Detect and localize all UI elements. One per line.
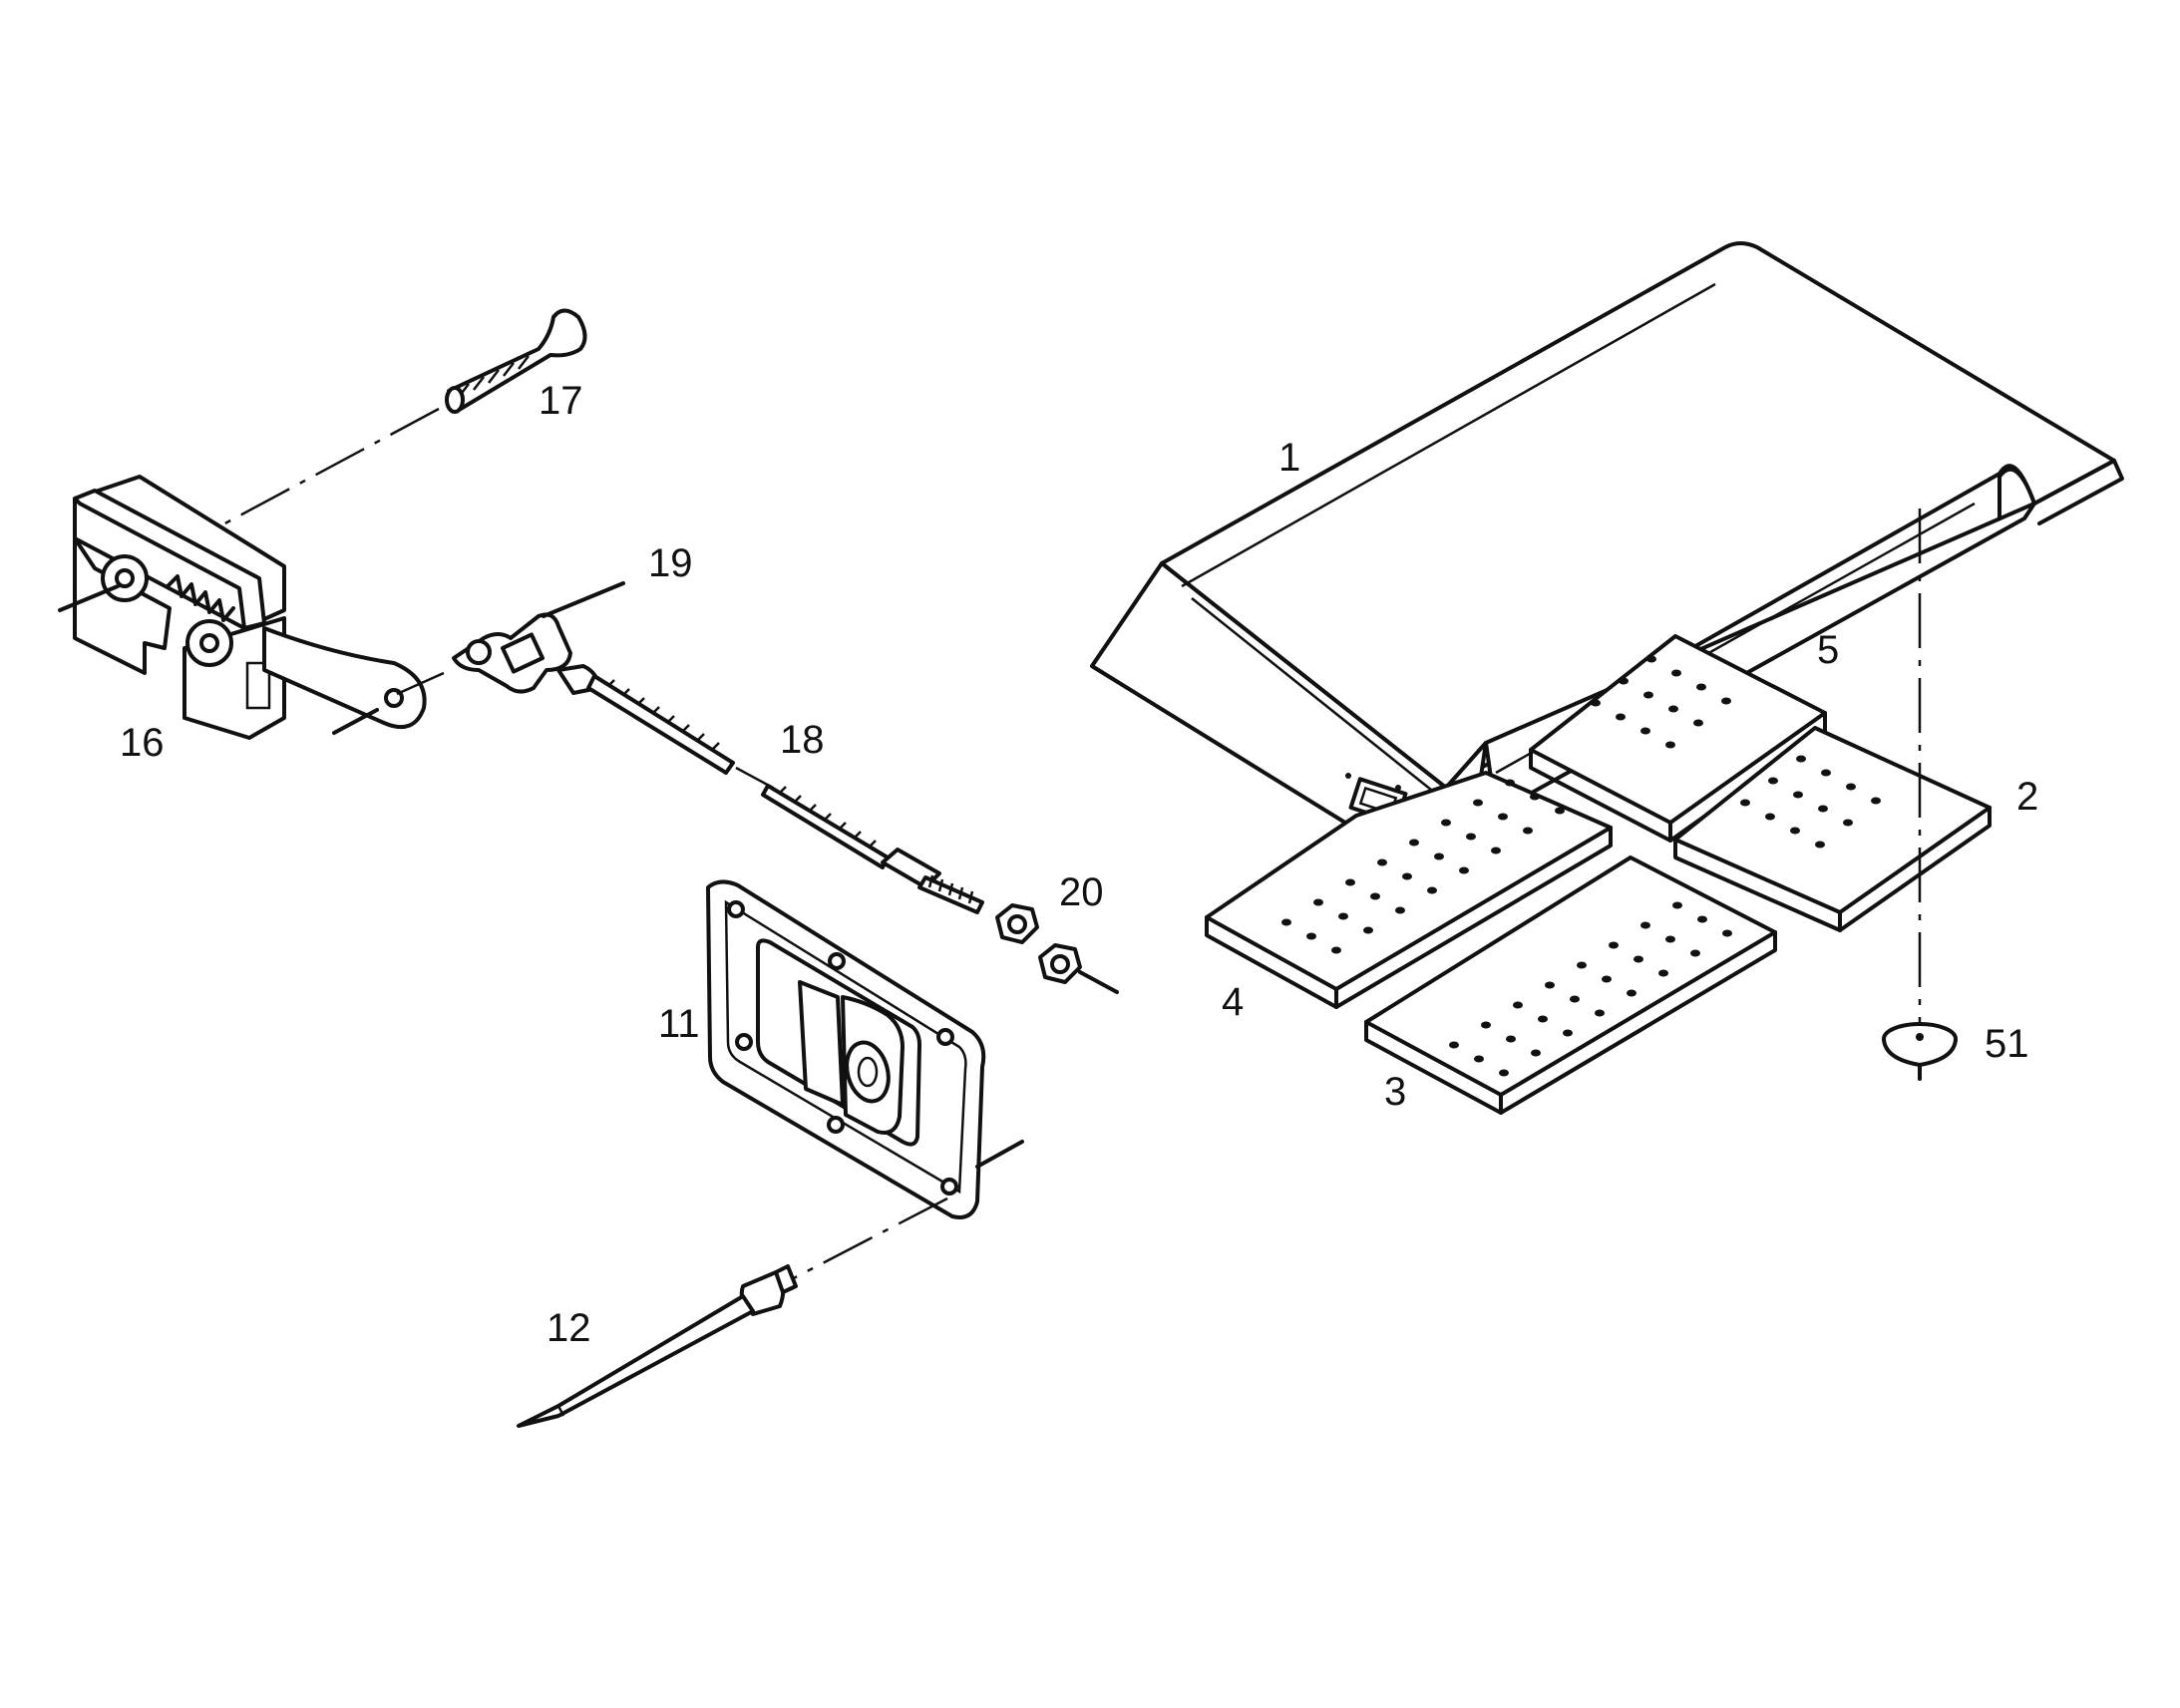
pad-hole: [1871, 797, 1881, 805]
callout-foot: 51: [1985, 1022, 2029, 1066]
pad-hole: [1790, 827, 1800, 835]
callout-cover: 1: [1278, 436, 1300, 480]
pad-hole: [1602, 975, 1612, 983]
callout-pad-front: 3: [1384, 1070, 1406, 1114]
pad-hole: [1555, 807, 1565, 815]
pad-hole: [1821, 769, 1831, 777]
pad-hole: [1591, 699, 1601, 707]
cable-part: [586, 674, 984, 914]
pad-hole: [1627, 989, 1636, 997]
pad-hole: [1459, 866, 1469, 874]
pad-hole: [1434, 853, 1444, 860]
rivet-part: [517, 1196, 948, 1428]
callout-pad-back: 5: [1817, 628, 1839, 672]
pad-hole: [1646, 655, 1656, 663]
pad-hole: [1449, 1041, 1459, 1049]
cable-end-part: [452, 581, 625, 695]
nut-part: [995, 903, 1119, 994]
pad-hole: [1818, 805, 1828, 813]
pad-hole: [1370, 892, 1380, 900]
pad-hole: [1609, 941, 1619, 949]
pad-hole: [1672, 901, 1682, 909]
pad-hole: [1665, 741, 1675, 749]
pad-hole: [1643, 691, 1653, 699]
callout-cable-end: 19: [648, 541, 693, 585]
pad-hole: [1740, 799, 1750, 807]
pad-hole: [1531, 1049, 1541, 1057]
pad-hole: [1331, 946, 1341, 954]
pad-hole: [1506, 1035, 1516, 1043]
pad-hole: [1505, 779, 1515, 787]
pad-holes: [1281, 655, 1881, 1077]
foot-part: [1882, 509, 1958, 1081]
pad-hole: [1721, 697, 1731, 705]
handle-cup-part: [706, 879, 1024, 1219]
pad-hole: [1640, 727, 1650, 735]
callout-rivet: 12: [546, 1306, 591, 1350]
pad-hole: [1693, 719, 1703, 727]
pad-hole: [1498, 813, 1508, 821]
pad-hole: [1665, 935, 1675, 943]
pad-hole: [1281, 918, 1291, 926]
pad-hole: [1768, 777, 1778, 785]
pad-hole: [1345, 878, 1355, 886]
pad-hole: [1306, 932, 1316, 940]
pad-hole: [1538, 1015, 1548, 1023]
pad-hole: [1363, 926, 1373, 934]
pad-hole: [1722, 929, 1732, 937]
pad-hole: [1338, 912, 1348, 920]
callout-pad-left: 4: [1222, 980, 1244, 1024]
pad-right-part: [1673, 726, 1992, 932]
pad-hole: [1499, 1069, 1509, 1077]
pad-hole: [1697, 915, 1707, 923]
callout-screw: 17: [539, 379, 583, 423]
pad-hole: [1796, 755, 1806, 763]
pad-hole: [1377, 858, 1387, 866]
pad-hole: [1427, 886, 1437, 894]
pad-hole: [1545, 981, 1555, 989]
callout-handle-cup: 11: [658, 1002, 700, 1046]
pad-hole: [1563, 1029, 1573, 1037]
pad-hole: [1765, 813, 1775, 821]
pad-hole: [1466, 833, 1476, 841]
pad-hole: [1523, 827, 1533, 835]
pad-hole: [1671, 669, 1681, 677]
pad-hole: [1313, 898, 1323, 906]
pad-hole: [1402, 872, 1412, 880]
pad-hole: [1481, 1021, 1491, 1029]
pad-hole: [1441, 819, 1451, 827]
pad-hole: [1815, 841, 1825, 849]
pad-hole: [1595, 1009, 1605, 1017]
pad-hole: [1474, 1055, 1484, 1063]
pad-hole: [1668, 705, 1678, 713]
pad-hole: [1616, 713, 1626, 721]
pad-hole: [1530, 793, 1540, 801]
pad-hole: [1634, 955, 1643, 963]
pad-back-part: [1529, 634, 1827, 843]
pad-hole: [1473, 799, 1483, 807]
pad-front-part: [1364, 855, 1777, 1115]
callout-pad-right: 2: [2016, 775, 2038, 819]
callout-cable: 18: [780, 718, 825, 762]
pad-hole: [1658, 969, 1668, 977]
screw-part: [218, 308, 587, 528]
pad-hole: [1640, 921, 1650, 929]
pad-hole: [1570, 995, 1580, 1003]
callout-nut: 20: [1059, 870, 1104, 914]
pad-hole: [1395, 906, 1405, 914]
pad-hole: [1409, 839, 1419, 847]
pad-hole: [1513, 1001, 1523, 1009]
pad-hole: [1793, 791, 1803, 799]
pad-hole: [1619, 677, 1629, 685]
pad-hole: [1696, 683, 1706, 691]
pad-hole: [1491, 847, 1501, 854]
pad-hole: [1577, 961, 1587, 969]
latch-part: [58, 475, 445, 740]
callout-latch: 16: [120, 721, 165, 765]
pad-hole: [1846, 783, 1856, 791]
pad-hole: [1843, 819, 1853, 827]
pad-hole: [1690, 949, 1700, 957]
